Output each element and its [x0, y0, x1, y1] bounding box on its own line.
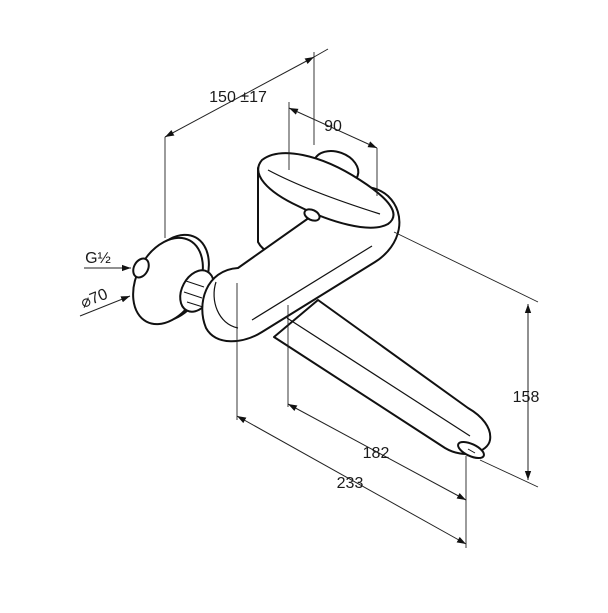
lever-handle[interactable]	[257, 145, 395, 229]
label-mounting-distance: 150 ±17	[209, 89, 267, 106]
extension-lines	[164, 52, 539, 548]
spout	[273, 299, 492, 455]
dim-line-150	[164, 56, 315, 138]
label-thread: G½	[85, 250, 111, 267]
dim-line-233	[236, 415, 467, 545]
threaded-inlet	[132, 257, 150, 279]
label-total-projection: 233	[337, 475, 364, 492]
faucet	[132, 145, 492, 460]
label-spout-reach: 182	[363, 445, 390, 462]
label-height: 158	[513, 389, 540, 406]
label-lever-offset: 90	[324, 118, 342, 135]
label-rosette-diameter: ⌀70	[78, 286, 110, 312]
dimension-lines	[79, 48, 532, 545]
dim-line-90	[288, 107, 378, 149]
leader-diameter	[79, 295, 131, 317]
